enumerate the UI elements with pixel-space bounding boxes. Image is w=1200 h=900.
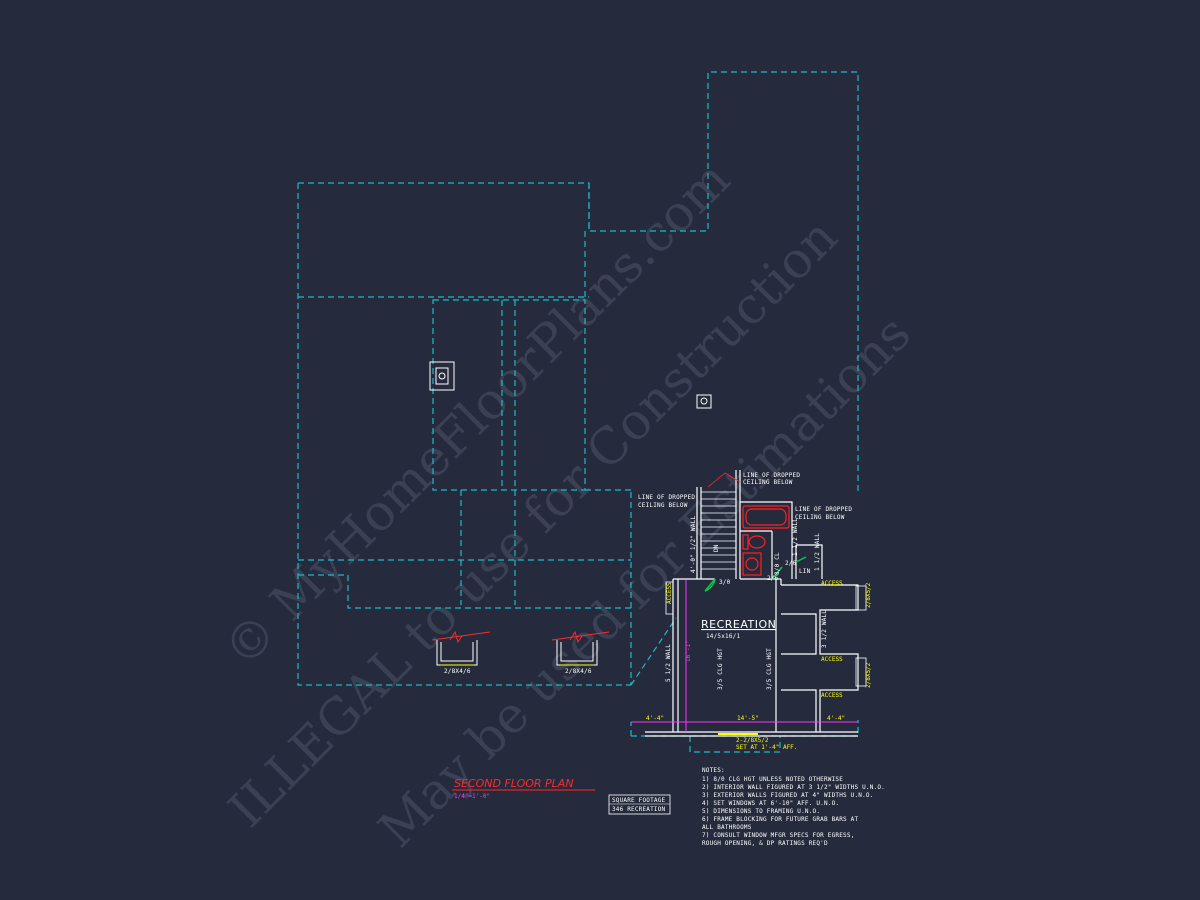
wall-label-right: 3 1/2 WALL — [821, 610, 828, 648]
dim-mid: 14'-5" — [737, 715, 759, 722]
skylight-right — [696, 394, 712, 409]
note-2: 2) INTERIOR WALL FIGURED AT 3 1/2" WIDTH… — [702, 784, 885, 791]
dim-right: 4'-4" — [827, 715, 845, 722]
stair-down-label: DN — [713, 544, 720, 552]
note-3: 3) EXTERIOR WALLS FIGURED AT 4" WIDTHS U… — [702, 792, 874, 799]
plan-title: SECOND FLOOR PLAN — [454, 777, 574, 790]
access-window-2: 2/8X5/2 — [865, 662, 872, 688]
door-closet-label: 2/6 — [785, 560, 797, 567]
wall-label-mid: 1 1/2 WALL — [792, 518, 799, 556]
note-4: 4) SET WINDOWS AT 6'-10" AFF. U.N.O. — [702, 800, 839, 807]
access-label-2: ACCESS — [821, 656, 843, 663]
square-footage-value: 346 RECREATION — [612, 806, 666, 813]
wall-label-stair: 4'-0" 1/2" WALL — [690, 516, 697, 573]
access-label-3: ACCESS — [821, 692, 843, 699]
window-label-left: 2/8X4/6 — [444, 668, 471, 675]
window-label-mid: 2/8X4/6 — [565, 668, 592, 675]
watermark: © MyHomeFloorPlans.com ILLEGAL to use fo… — [212, 150, 921, 859]
wall-label-left: 5 1/2 WALL — [665, 644, 672, 682]
notes: NOTES: 1) 8/0 CLG HGT UNLESS NOTED OTHER… — [702, 767, 885, 847]
note-6b: ALL BATHROOMS — [702, 824, 752, 831]
bath-fixtures — [742, 505, 790, 576]
note-1: 1) 8/0 CLG HGT UNLESS NOTED OTHERWISE — [702, 776, 843, 783]
closet-wall-label: 1 1/2 WALL — [814, 533, 821, 571]
square-footage-label: SQUARE FOOTAGE — [612, 797, 666, 804]
clg-hgt-right: 3/5 CLG HGT — [766, 648, 773, 690]
note-5: 5) DIMENSIONS TO FRAMING U.N.O. — [702, 808, 820, 815]
door-bath-label: 2/6 — [767, 575, 779, 582]
walls — [645, 470, 859, 737]
dropped-ceiling-right-2: CEILING BELOW — [795, 514, 845, 521]
closet-label: LIN — [799, 568, 811, 575]
room-name: RECREATION — [701, 618, 776, 631]
access-panels — [665, 581, 867, 687]
clg-hgt-left: 3/5 CLG HGT — [717, 648, 724, 690]
doors — [704, 556, 807, 592]
plan-scale: 1/4"=1'-0" — [454, 793, 490, 800]
access-window-1: 2/8X5/2 — [865, 582, 872, 608]
room-size: 14/5x16/1 — [706, 633, 740, 640]
stairs — [701, 472, 741, 570]
dropped-ceiling-mid-1: LINE OF DROPPED — [743, 472, 800, 479]
dropped-ceiling-right-1: LINE OF DROPPED — [795, 506, 852, 513]
clg-hgt-bath: 8/0 CL — [774, 552, 781, 575]
dropped-ceiling-left-2: CEILING BELOW — [638, 502, 688, 509]
note-7: 7) CONSULT WINDOW MFGR SPECS FOR EGRESS, — [702, 832, 855, 839]
dormer-window-mid — [551, 630, 610, 666]
dim-left: 4'-4" — [646, 715, 664, 722]
window-bottom: 2-2/8X5/2 — [736, 737, 769, 744]
square-footage-box: SQUARE FOOTAGE 346 RECREATION — [608, 794, 671, 815]
note-7b: ROUGH OPENING, & DP RATINGS REQ'D — [702, 840, 828, 847]
note-6: 6) FRAME BLOCKING FOR FUTURE GRAB BARS A… — [702, 816, 858, 823]
skylight-left — [429, 361, 455, 391]
door-rec-label: 3/0 — [719, 579, 731, 586]
dropped-ceiling-mid-2: CEILING BELOW — [743, 479, 793, 486]
dropped-ceiling-left-1: LINE OF DROPPED — [638, 494, 695, 501]
access-label-1: ACCESS — [821, 580, 843, 587]
access-label-left: ACCESS — [666, 582, 673, 604]
dormer-window-left — [431, 630, 491, 666]
dimension-lines — [631, 580, 858, 732]
dim-vertical: 16'-1" — [685, 640, 692, 662]
notes-heading: NOTES: — [702, 767, 725, 774]
window-bottom-note: SET AT 1'-4" AFF. — [736, 744, 797, 751]
